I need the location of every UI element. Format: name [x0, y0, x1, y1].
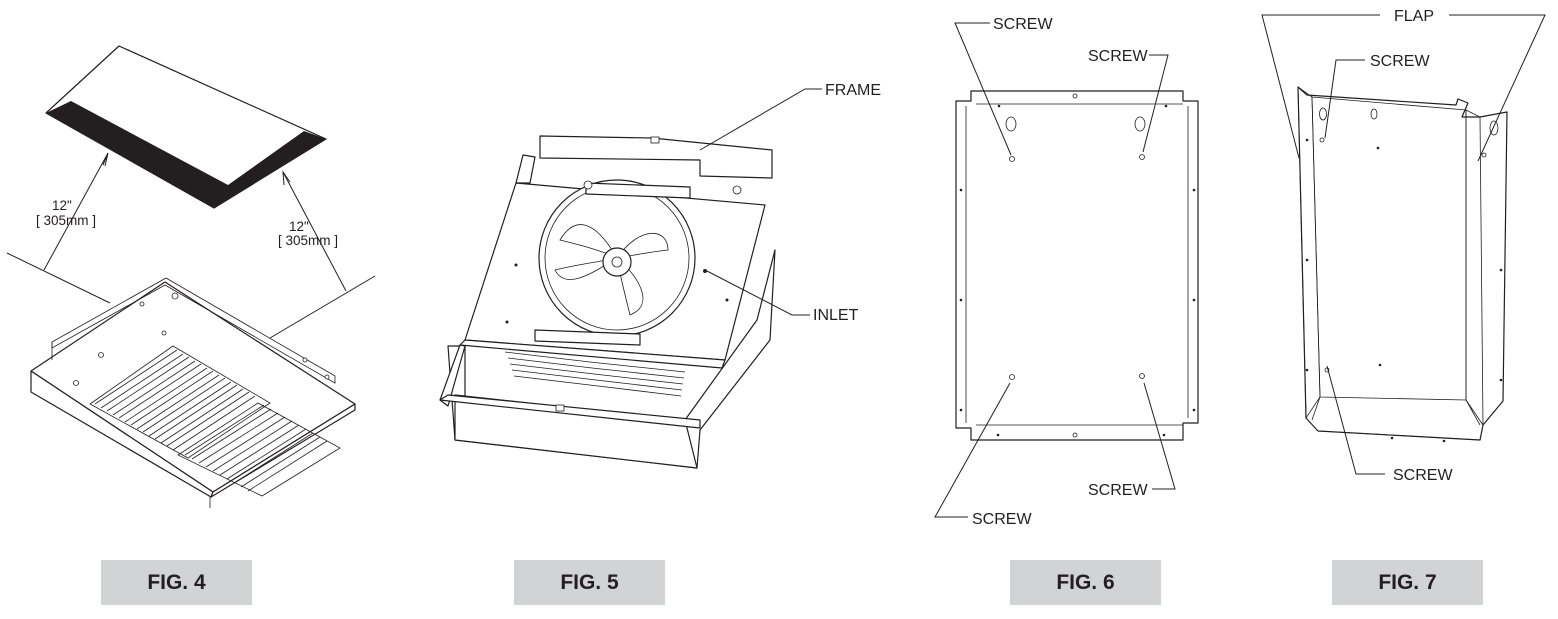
fig4-dim-left-in: 12" — [52, 198, 72, 213]
fig7-flap-leader-left — [1261, 14, 1380, 159]
fig7-screw-leader-bottom — [1326, 365, 1385, 475]
fig7-screw-label-bottom: SCREW — [1393, 467, 1453, 484]
fig7-caption: FIG. 7 — [1332, 560, 1483, 605]
fig6-screw-leader-bl — [934, 382, 1011, 518]
fig6-screw-leader-tl — [954, 22, 1012, 156]
fig7-flap-leader-right — [1449, 14, 1546, 162]
fig4-caption: FIG. 4 — [101, 560, 252, 605]
fig6-screw-label-tr: SCREW — [1088, 48, 1148, 65]
fig6-drawing — [955, 90, 1199, 441]
fig7-flap-label: FLAP — [1394, 8, 1434, 25]
fig4-heater-housing — [30, 281, 356, 493]
fig7-screw-label-top: SCREW — [1370, 53, 1430, 70]
fig4-dim-right-mm: [ 305mm ] — [278, 233, 338, 248]
fig4-dim-right-in: 12" — [289, 219, 309, 234]
fig5-inlet-leader — [706, 270, 810, 316]
fig5-frame-label: FRAME — [825, 82, 881, 99]
fig5-frame-leader — [699, 88, 822, 151]
fig7-box-back — [1297, 86, 1508, 441]
fig5-caption: FIG. 5 — [514, 560, 665, 605]
fig5-drawing — [439, 135, 776, 469]
fig4-panel-edge-strip — [46, 101, 326, 208]
fig6-screw-leader-br — [1143, 382, 1176, 490]
fig4-grille — [89, 345, 341, 497]
fig6-screw-label-br: SCREW — [1088, 482, 1148, 499]
fig4-drawing — [6, 45, 376, 508]
fig6-panel — [955, 90, 1199, 441]
fig5-inlet-label: INLET — [813, 307, 859, 324]
fig6-screw-leader-tr — [1142, 54, 1169, 153]
fig4-dim-left-mm: [ 305mm ] — [36, 213, 96, 228]
fig6-caption: FIG. 6 — [1010, 560, 1161, 605]
fig7-drawing — [1297, 86, 1508, 443]
fig6-screw-label-tl: SCREW — [993, 16, 1053, 33]
fig7-screw-leader-top — [1324, 59, 1365, 139]
fig6-screw-label-bl: SCREW — [972, 511, 1032, 528]
